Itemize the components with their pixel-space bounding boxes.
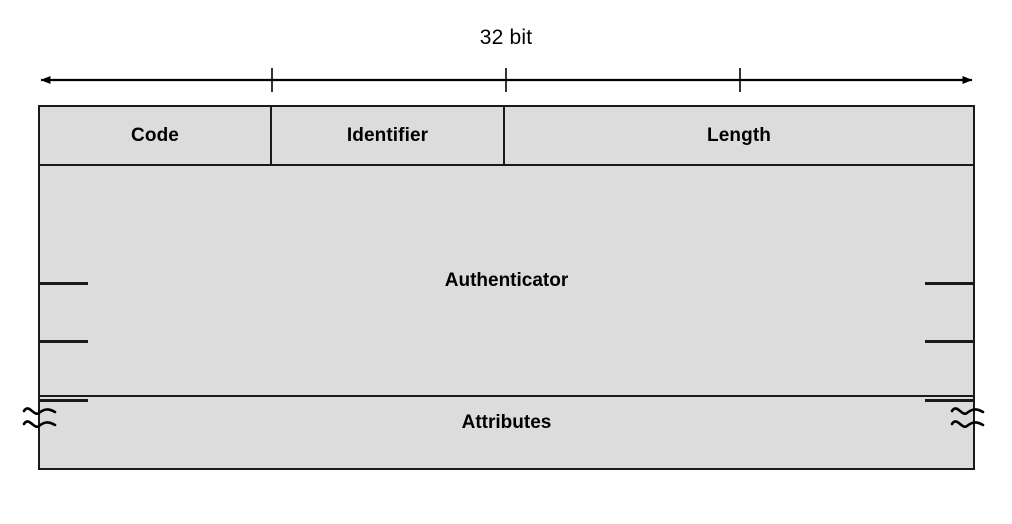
attributes-row: Attributes: [40, 397, 973, 468]
break-mark-right-icon: [950, 407, 985, 428]
field-identifier-label: Identifier: [346, 124, 429, 146]
continuation-tick-left-2: [40, 340, 88, 343]
authenticator-row: Authenticator: [40, 166, 973, 402]
continuation-tick-right-2: [925, 340, 973, 343]
packet-box: Code Identifier Length Authenticator Att…: [38, 105, 975, 470]
field-attributes-label: Attributes: [461, 411, 552, 433]
field-authenticator-label: Authenticator: [444, 269, 569, 291]
bit-width-value: 32 bit: [479, 26, 533, 49]
continuation-tick-left-1: [40, 282, 88, 285]
header-row: Code Identifier Length: [40, 107, 973, 166]
field-code: Code: [40, 107, 272, 164]
bit-width-label: 32 bit: [0, 26, 1012, 50]
field-code-label: Code: [131, 124, 179, 146]
field-identifier: Identifier: [272, 107, 505, 164]
field-length: Length: [505, 107, 973, 164]
continuation-tick-left-3: [40, 399, 88, 402]
width-ruler: [40, 68, 973, 92]
continuation-tick-right-3: [925, 399, 973, 402]
continuation-tick-right-1: [925, 282, 973, 285]
break-mark-left-icon: [22, 407, 57, 428]
field-length-label: Length: [707, 124, 771, 146]
